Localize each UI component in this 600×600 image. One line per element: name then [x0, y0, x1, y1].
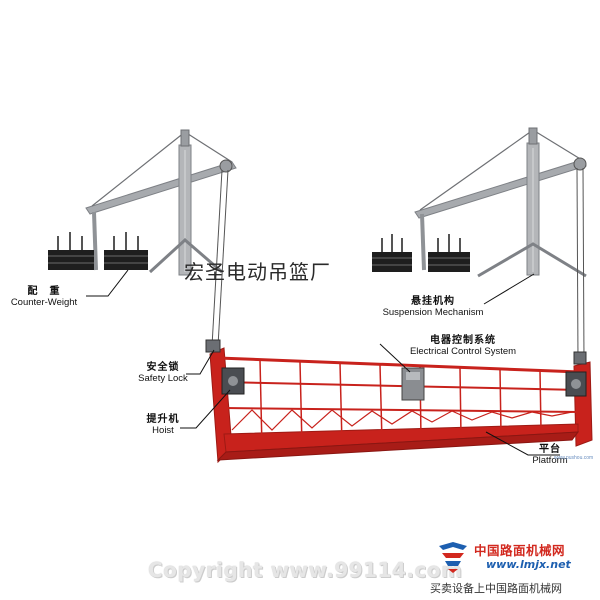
- safety-lock-label-zh: 安全锁: [146, 362, 180, 373]
- electrical-leader: [379, 343, 411, 373]
- brand-url: www.lmjx.net: [486, 558, 571, 571]
- suspension-mechanism-label: 悬挂机构 Suspension Mechanism: [378, 296, 488, 318]
- electrical-control-label-zh: 电器控制系统: [430, 335, 496, 346]
- hoist-label-zh: 提升机: [146, 414, 180, 425]
- counterweight-stack: [48, 232, 94, 270]
- counterweight-stack: [104, 232, 148, 270]
- hoist-label-en: Hoist: [152, 424, 174, 436]
- brand-name: 中国路面机械网: [474, 543, 566, 558]
- left-hoist: [221, 367, 245, 395]
- right-outrigger-beam: [414, 159, 587, 219]
- hoist-label: 提升机 Hoist: [128, 414, 198, 436]
- platform: [209, 347, 593, 464]
- brand-slogan: 买卖设备上中国路面机械网: [430, 582, 562, 595]
- safety-lock-label-en: Safety Lock: [138, 372, 188, 384]
- small-url-watermark: www.pushou.com: [554, 455, 594, 461]
- left-counterweights: [48, 232, 148, 270]
- left-outrigger-beam: [85, 161, 237, 215]
- suspension-mechanism-label-en: Suspension Mechanism: [382, 306, 484, 318]
- platform-label-en: Platform: [532, 454, 568, 466]
- leader-lines: [86, 269, 560, 456]
- safety-lock-label: 安全锁 Safety Lock: [128, 362, 198, 384]
- platform-label-zh: 平台: [539, 444, 561, 455]
- platform-label: 平台 Platform: [524, 444, 576, 466]
- left-rear-support: [92, 211, 98, 271]
- right-hoist: [565, 371, 587, 397]
- left-suspension-mechanism: [85, 129, 237, 347]
- electrical-control-label: 电器控制系统 Electrical Control System: [392, 335, 534, 357]
- electrical-control-box: [401, 367, 425, 401]
- brand-watermark: 中国路面机械网 www.lmjx.net 买卖设备上中国路面机械网: [430, 540, 600, 600]
- right-counterweights: [372, 234, 470, 272]
- suspension-mechanism-label-zh: 悬挂机构: [411, 296, 455, 307]
- counterweight-label: 配 重 Counter-Weight: [4, 286, 84, 308]
- right-rear-support: [420, 213, 426, 271]
- safety-lock-leader: [186, 349, 215, 375]
- right-suspension-mechanism: [414, 127, 587, 363]
- suspension-leader: [483, 273, 535, 305]
- factory-watermark: 宏圣电动吊篮厂: [184, 260, 331, 284]
- hoist-leader: [180, 389, 231, 429]
- electrical-control-label-en: Electrical Control System: [409, 345, 517, 357]
- platform-leader: [485, 431, 560, 456]
- counterweight-label-zh: 配 重: [27, 286, 61, 297]
- copyright-watermark: Copyright www.99114.com: [148, 558, 463, 582]
- counterweight-stack: [372, 234, 412, 272]
- counterweight-stack: [428, 234, 470, 272]
- brand-logo-icon: [439, 542, 467, 573]
- counterweight-label-en: Counter-Weight: [10, 296, 78, 308]
- right-safety-lock: [573, 351, 587, 365]
- counterweight-leader: [86, 269, 129, 297]
- left-safety-lock: [205, 339, 221, 353]
